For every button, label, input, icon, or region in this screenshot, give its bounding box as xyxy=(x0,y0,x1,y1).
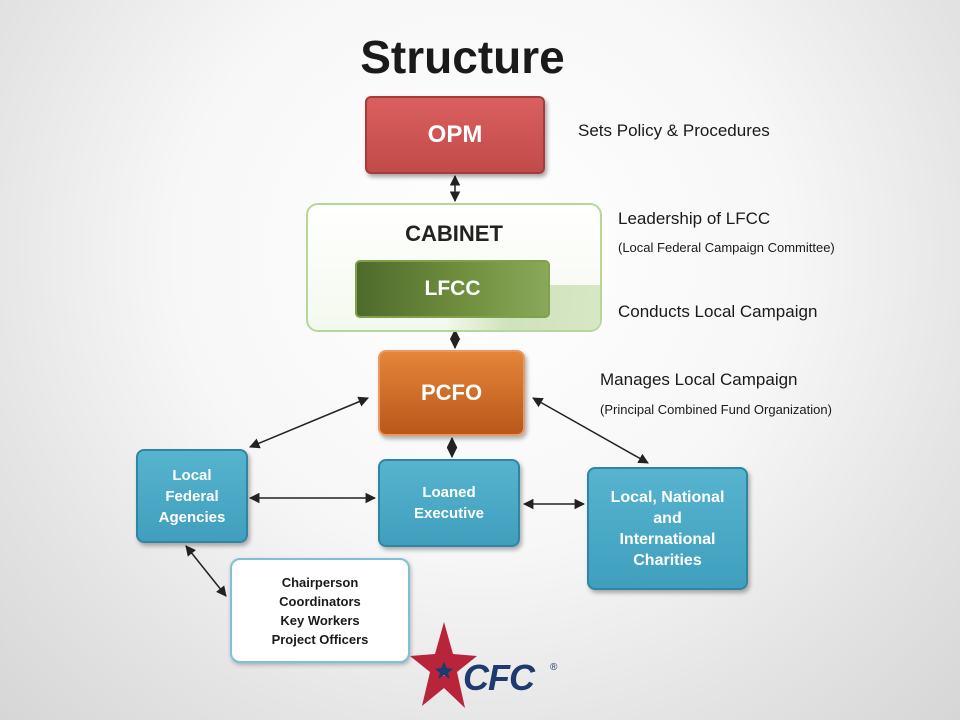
charities-line: Local, National xyxy=(610,488,725,506)
pcfo-label: PCFO xyxy=(420,380,483,405)
charities-box: Local, National and International Charit… xyxy=(587,467,748,590)
opm-description: Sets Policy & Procedures xyxy=(578,121,770,140)
agencies-line: Local xyxy=(172,466,212,484)
local-federal-agencies-box: Local Federal Agencies xyxy=(136,449,248,543)
arrow-pcfo-agencies xyxy=(249,396,369,449)
opm-label: OPM xyxy=(427,121,483,148)
charities-line: International xyxy=(619,530,716,548)
lfcc-label: LFCC xyxy=(424,277,481,300)
loaned-executive-box: Loaned Executive xyxy=(378,459,520,547)
cabinet-description: Leadership of LFCC xyxy=(618,209,771,228)
agencies-line: Agencies xyxy=(158,508,226,526)
cfc-star-icon xyxy=(410,622,477,708)
volunteer-role: Key Workers xyxy=(280,612,360,628)
volunteer-role: Chairperson xyxy=(281,574,359,590)
charities-line: Charities xyxy=(633,551,702,569)
cfc-registered-mark: ® xyxy=(550,662,558,673)
page-title: Structure xyxy=(360,31,565,83)
pcfo-subdescription: (Principal Combined Fund Organization) xyxy=(600,402,832,417)
volunteer-role: Coordinators xyxy=(279,593,361,609)
opm-box: OPM xyxy=(365,96,545,174)
cabinet-subdescription: (Local Federal Campaign Committee) xyxy=(618,240,835,255)
arrow-agencies-volunteers xyxy=(185,545,227,597)
charities-line: and xyxy=(653,509,682,527)
arrow-pcfo-charities xyxy=(532,397,649,464)
lfcc-box: LFCC xyxy=(355,260,550,318)
agencies-line: Federal xyxy=(165,487,219,505)
loaned-line: Executive xyxy=(413,505,485,522)
loaned-line: Loaned xyxy=(422,484,476,501)
volunteers-box: Chairperson Coordinators Key Workers Pro… xyxy=(230,558,410,663)
cabinet-label: CABINET xyxy=(405,221,503,246)
volunteer-role: Project Officers xyxy=(271,631,369,647)
pcfo-box: PCFO xyxy=(378,350,525,436)
lfcc-description: Conducts Local Campaign xyxy=(618,302,818,321)
pcfo-description: Manages Local Campaign xyxy=(600,370,798,389)
cfc-logo-text: CFC xyxy=(463,657,535,698)
